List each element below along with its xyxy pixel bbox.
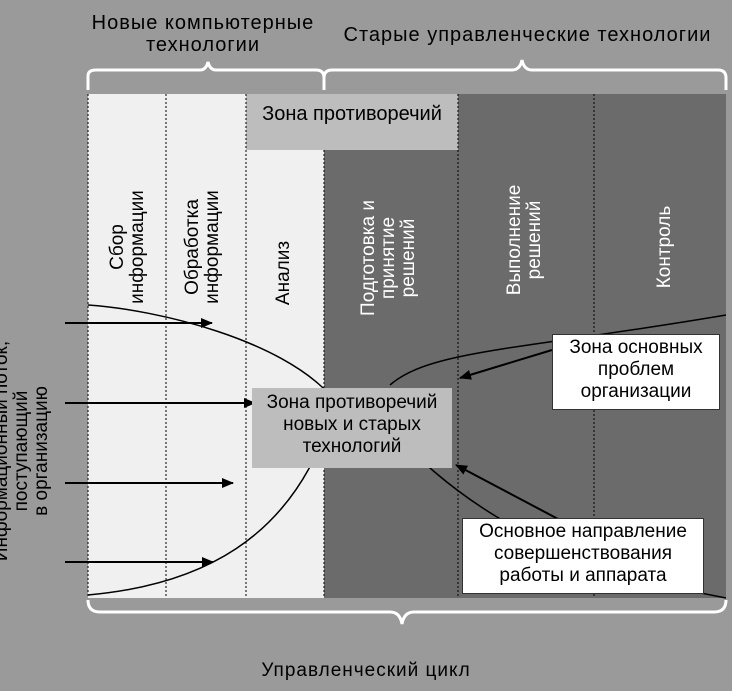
column-process: [166, 94, 246, 598]
side-label-info-flow: Информационный поток, поступающий в орга…: [0, 340, 52, 562]
zone-contradictions-top: [246, 94, 458, 150]
header-old-tech: Старые управленческие технологии: [343, 24, 712, 46]
header-new-tech: Новые компьютерные технологии: [91, 12, 315, 56]
footer-cycle: Управленческий цикл: [261, 660, 471, 681]
brace-cycle: [86, 599, 728, 625]
arrow-main-problems: [459, 349, 553, 380]
curve-old-upper: [389, 314, 727, 386]
zone-main-problems: Зона основных проблем организации: [552, 334, 720, 410]
column-label-control: Контроль: [654, 205, 675, 289]
column-label-analysis: Анализ: [273, 240, 294, 306]
zone-contradictions-top-label: Зона противоречий: [262, 103, 442, 125]
zone-contradictions-center: Зона противоречий новых и старых техноло…: [252, 388, 452, 468]
zone-improvement: Основное направление совершенствования р…: [462, 518, 704, 594]
column-collect: [88, 94, 166, 598]
brace-new-tech: [86, 61, 326, 90]
curve-new-upper: [87, 304, 331, 396]
brace-old-tech: [322, 59, 728, 90]
arrow-improvement: [455, 464, 561, 521]
column-decision: [324, 150, 458, 598]
column-analysis: [246, 94, 324, 598]
